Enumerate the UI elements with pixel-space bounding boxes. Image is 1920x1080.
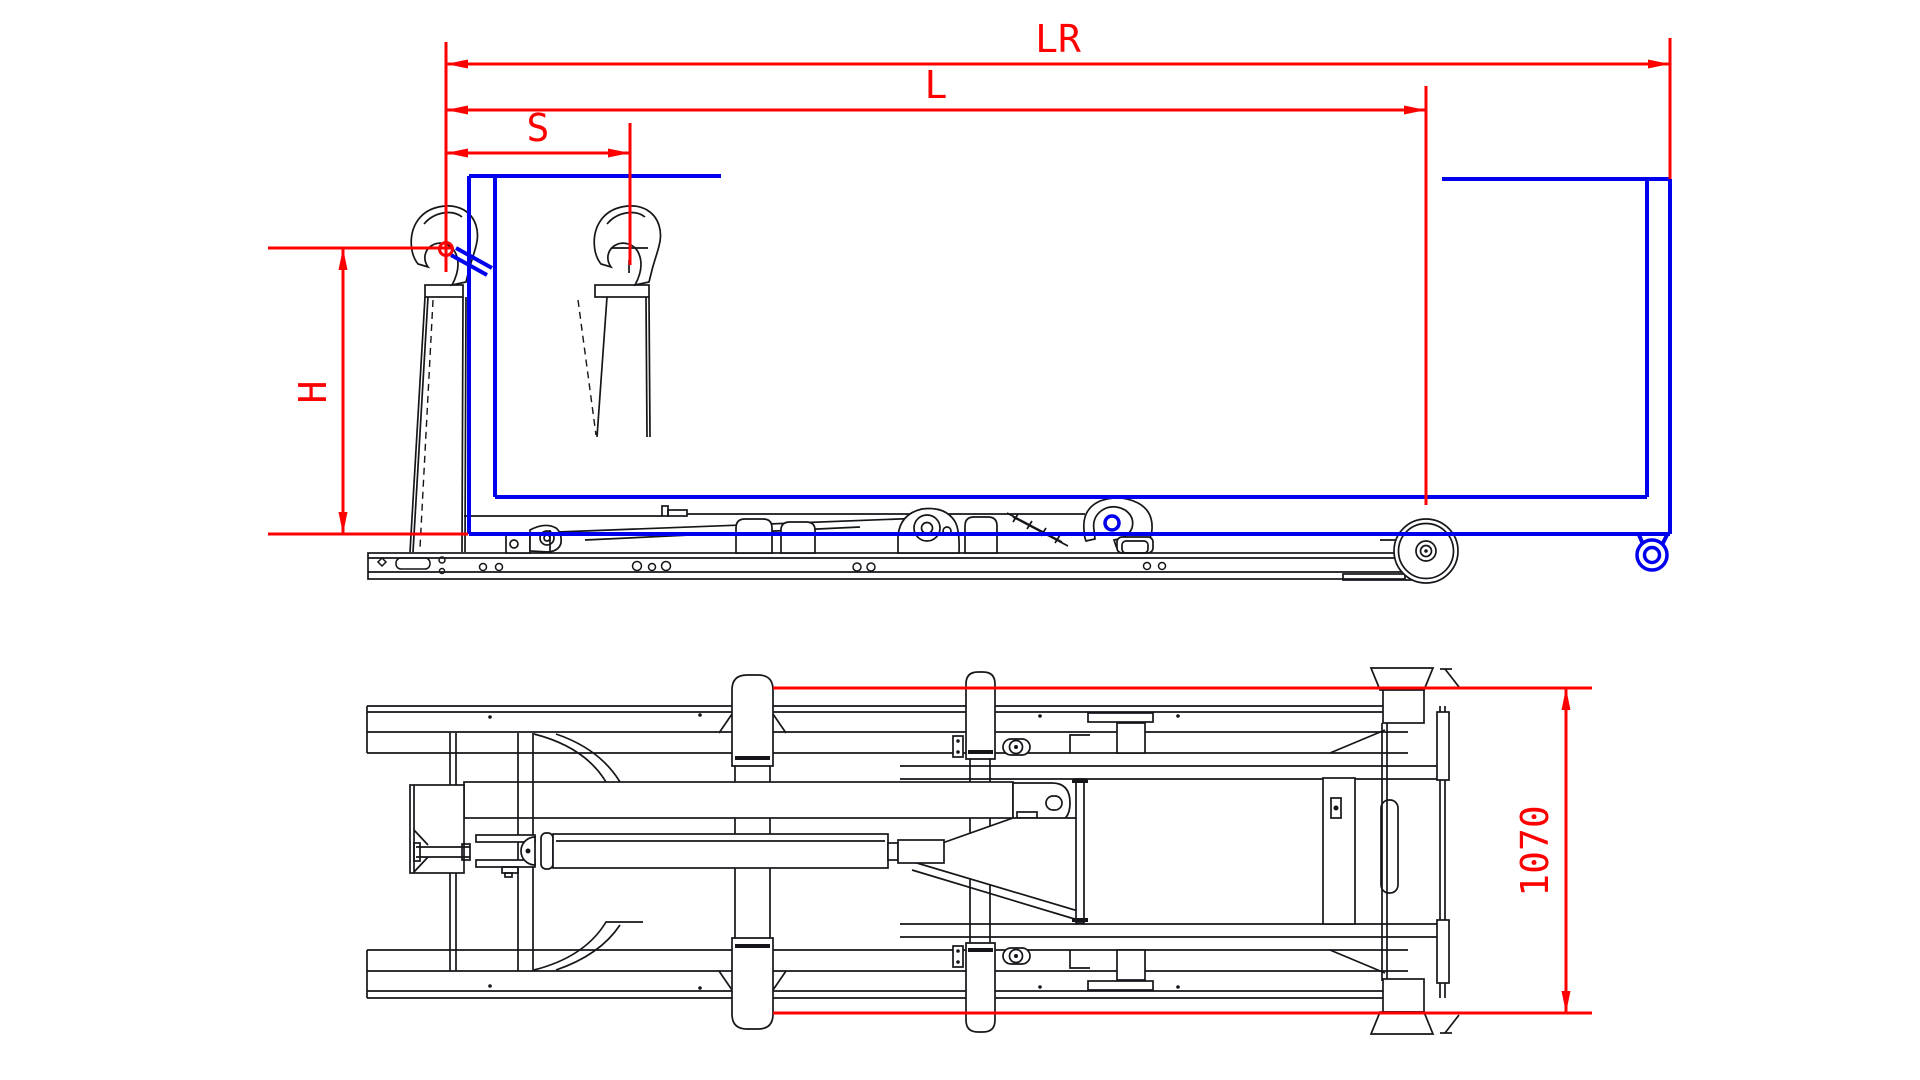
side-view: LR L S H <box>268 17 1672 584</box>
dimension-s-label: S <box>527 106 550 150</box>
dimension-l: L <box>446 63 1426 115</box>
rear-roller-wheel <box>1393 518 1459 584</box>
dimension-lr-label: LR <box>1035 17 1081 61</box>
frame-rails <box>366 705 1408 999</box>
latch-hook <box>1082 497 1154 554</box>
ghost-hook-mast <box>577 205 662 438</box>
boom-hatched-section <box>1006 512 1069 547</box>
container-rear-roller <box>1635 534 1669 572</box>
cylinder-body <box>552 833 889 869</box>
midship-rollers <box>718 671 996 1033</box>
lift-hook-icon <box>593 205 662 287</box>
rear-hangers <box>1069 712 1154 991</box>
hook-arm-clevis <box>505 524 562 554</box>
boom-beam-plan <box>409 781 1071 874</box>
dimension-h-label: H <box>291 381 335 404</box>
rear-crossmember <box>1322 706 1450 998</box>
dimension-extension-lines <box>444 38 1672 505</box>
dimension-s: S <box>446 106 630 158</box>
container-latch-bar <box>1103 514 1121 532</box>
container-outline <box>450 174 1672 572</box>
plan-view: 1070 <box>366 667 1592 1035</box>
dimension-width-label: 1070 <box>1513 805 1557 897</box>
dimension-width-1070: 1070 <box>773 686 1592 1015</box>
rear-cone-rollers <box>1369 667 1460 1035</box>
hydraulic-cylinder <box>475 832 945 878</box>
dimension-lr: LR <box>446 17 1670 69</box>
front-hook-mast <box>409 205 479 553</box>
boom-pivot <box>897 507 960 554</box>
lift-hook-icon <box>410 205 479 287</box>
hook-pivot-point <box>438 241 454 257</box>
guide-brackets <box>952 735 1031 968</box>
dimension-l-label: L <box>925 63 948 107</box>
rear-frame-member <box>1322 777 1356 925</box>
front-anchor-bracket <box>409 784 471 874</box>
dimension-h: H <box>268 241 468 536</box>
